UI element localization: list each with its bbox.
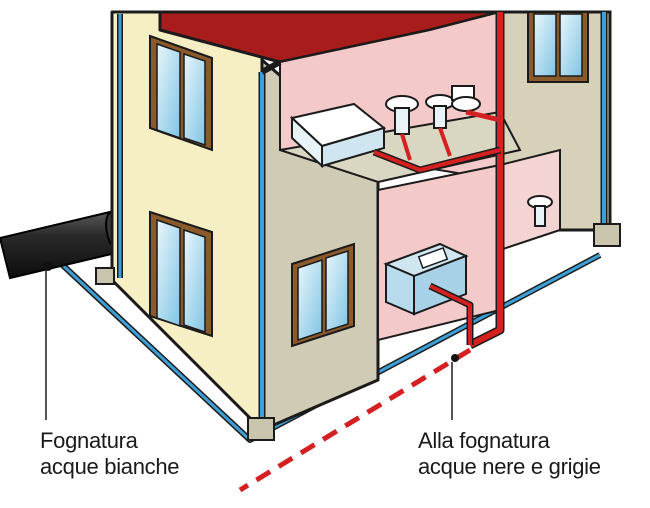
window-upper-left — [149, 34, 213, 152]
window-lower-left — [149, 210, 213, 338]
label-black-grey-water-sewer: Alla fognatura acque nere e grigie — [418, 428, 601, 480]
label-white-water-line2: acque bianche — [40, 454, 180, 479]
window-side-wall — [291, 242, 355, 348]
label-black-grey-line1: Alla fognatura — [418, 428, 550, 453]
inspection-pits — [95, 223, 621, 441]
white-water-sewer-pipe — [0, 210, 125, 420]
label-white-water-sewer: Fognatura acque bianche — [40, 428, 180, 480]
label-black-grey-line2: acque nere e grigie — [418, 454, 601, 479]
window-rear-upper — [527, 11, 589, 83]
black-grey-water-drains — [238, 12, 505, 493]
windows — [149, 11, 589, 348]
rainwater-downpipes — [258, 12, 608, 420]
label-white-water-line1: Fognatura — [40, 428, 138, 453]
ground-floor-interior — [377, 148, 561, 342]
